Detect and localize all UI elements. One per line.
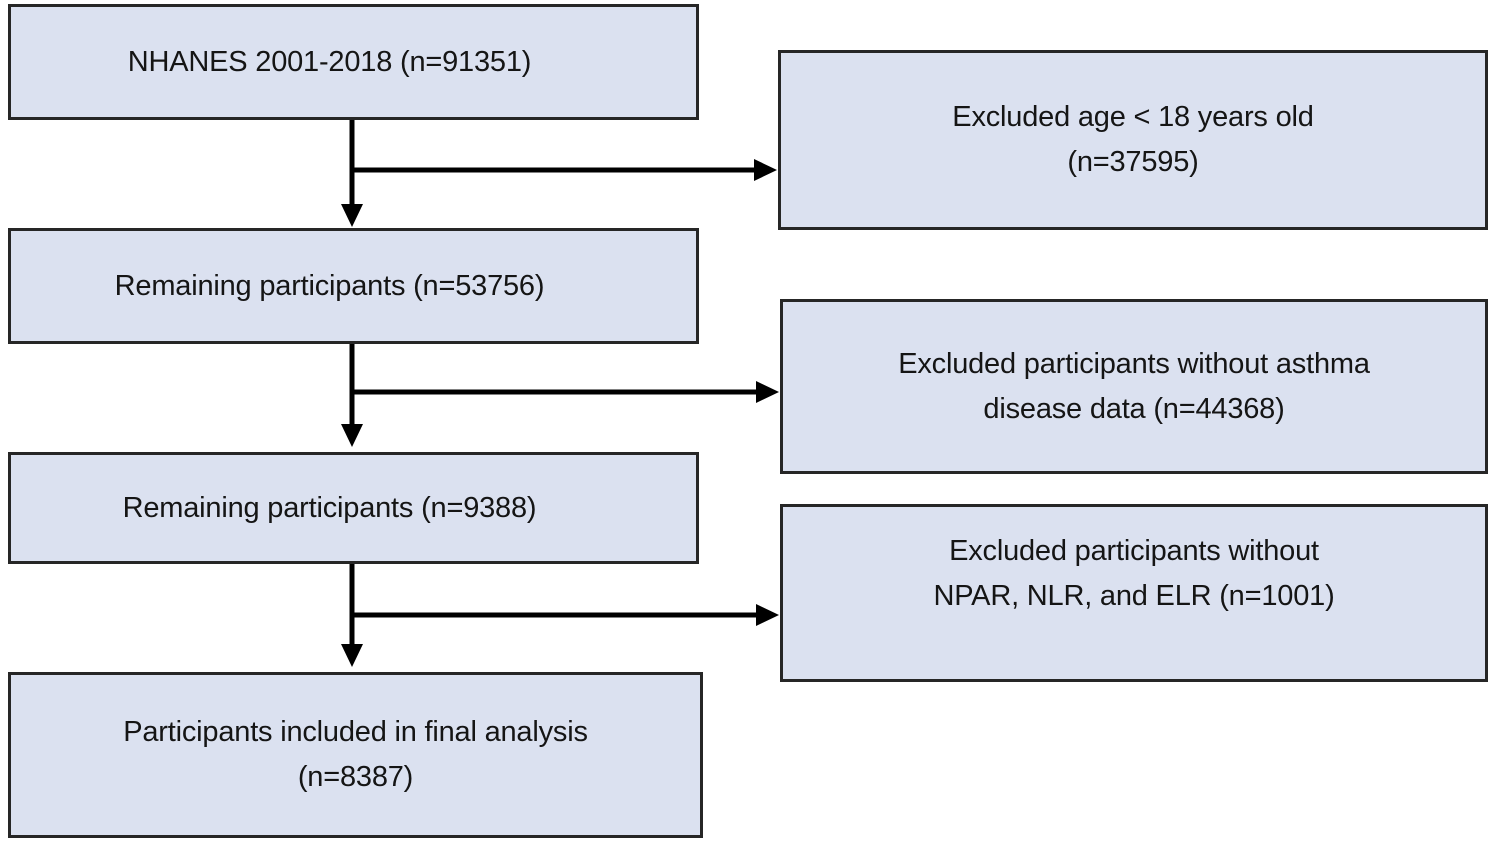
- exclusion-box-age-line2: (n=37595): [1067, 146, 1199, 178]
- exclusion-box-asthma-data-line2: disease data (n=44368): [983, 392, 1285, 425]
- flow-box-remaining-9388-text: Remaining participants (n=9388): [122, 491, 537, 524]
- exclusion-box-age: Excluded age < 18 years old (n=37595): [778, 50, 1488, 230]
- exclusion-box-biomarkers: Excluded participants without NPAR, NLR,…: [780, 504, 1488, 682]
- exclusion-box-biomarkers-line2: NPAR, NLR, and ELR (n=1001): [933, 580, 1335, 612]
- exclusion-box-asthma-data: Excluded participants without asthma dis…: [780, 299, 1488, 474]
- arrow-right-3-head: [756, 604, 779, 626]
- arrow-down-2-head: [341, 424, 363, 447]
- arrow-right-2-head: [756, 381, 779, 403]
- exclusion-box-asthma-data-line1: Excluded participants without asthma: [898, 347, 1370, 380]
- arrow-down-1-head: [341, 204, 363, 227]
- arrow-down-3-head: [341, 644, 363, 667]
- arrow-right-1-head: [754, 159, 777, 181]
- exclusion-box-biomarkers-line1: Excluded participants without: [949, 535, 1319, 567]
- flow-box-remaining-9388: Remaining participants (n=9388): [8, 452, 699, 564]
- exclusion-box-age-line1: Excluded age < 18 years old: [952, 101, 1314, 133]
- flow-box-nhanes-text: NHANES 2001-2018 (n=91351): [127, 45, 532, 78]
- flow-box-final-analysis-line1: Participants included in final analysis: [123, 716, 588, 748]
- flow-box-remaining-53756-text: Remaining participants (n=53756): [114, 269, 545, 302]
- flow-box-nhanes: NHANES 2001-2018 (n=91351): [8, 4, 699, 120]
- flow-box-final-analysis: Participants included in final analysis …: [8, 672, 703, 838]
- flow-box-final-analysis-line2: (n=8387): [297, 761, 414, 793]
- flow-box-remaining-53756: Remaining participants (n=53756): [8, 228, 699, 344]
